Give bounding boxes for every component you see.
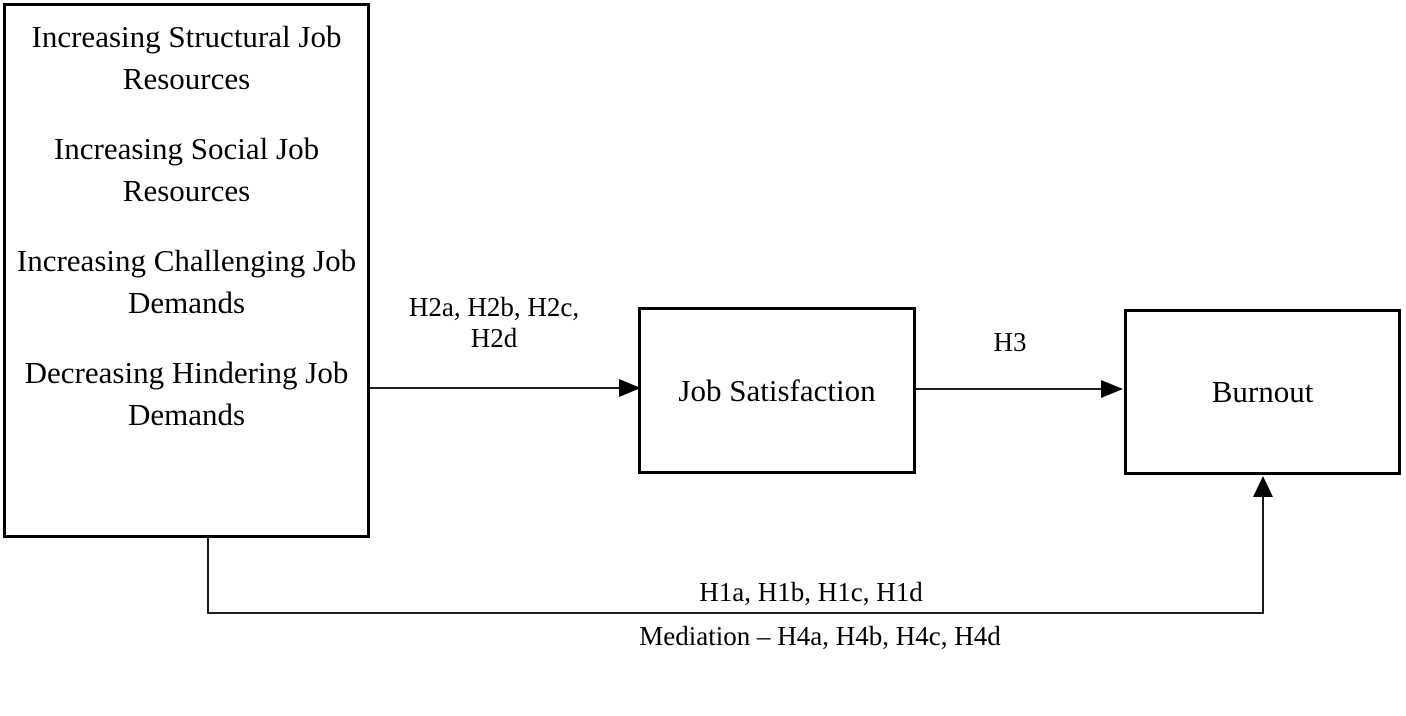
burnout-box: Burnout (1124, 309, 1401, 475)
job-satisfaction-box: Job Satisfaction (638, 307, 916, 474)
antecedent-challenging-demands: Increasing Challenging Job Demands (16, 243, 357, 320)
mediation-hypotheses-label: Mediation – H4a, H4b, H4c, H4d (639, 621, 1001, 651)
h2-label-line1: H2a, H2b, H2c, (408, 292, 580, 322)
h2-hypotheses-label: H2a, H2b, H2c, H2d (394, 292, 594, 354)
arrow-satisfaction-to-burnout (916, 380, 1123, 398)
h2-label-line2: H2d (470, 323, 518, 353)
antecedents-box: Increasing Structural Job Resources Incr… (3, 3, 370, 538)
h1-hypotheses-label: H1a, H1b, H1c, H1d (699, 577, 923, 607)
antecedent-structural-resources: Increasing Structural Job Resources (31, 19, 342, 96)
antecedent-hindering-demands: Decreasing Hindering Job Demands (24, 355, 349, 432)
antecedent-social-resources: Increasing Social Job Resources (53, 131, 320, 208)
arrow-antecedents-to-satisfaction (370, 379, 641, 397)
job-satisfaction-label: Job Satisfaction (678, 372, 876, 408)
burnout-label: Burnout (1211, 374, 1314, 409)
h3-hypothesis-label: H3 (993, 327, 1027, 357)
